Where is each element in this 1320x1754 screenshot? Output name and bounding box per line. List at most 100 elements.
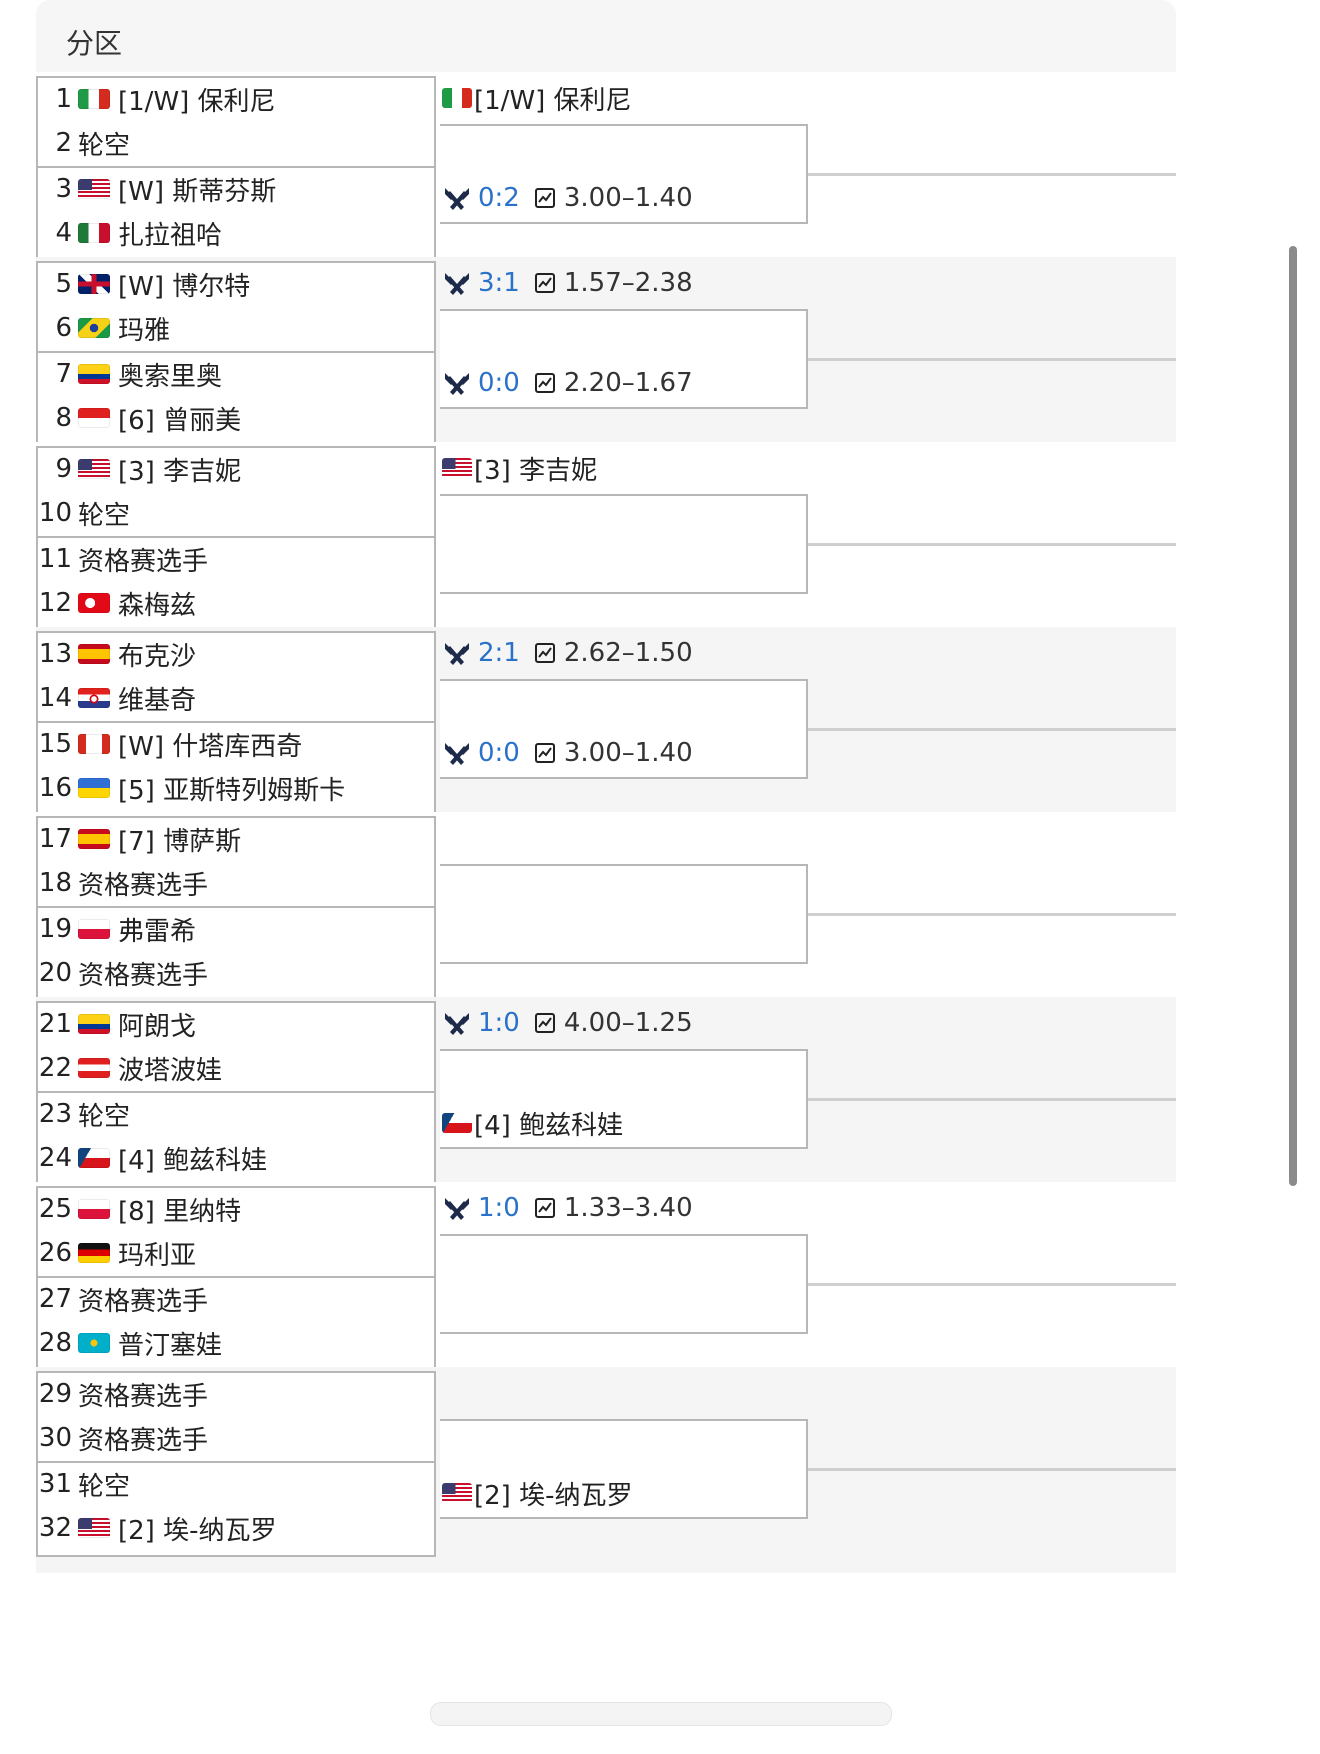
draw-position: 1 [55,84,72,114]
odds-chart-icon[interactable] [534,372,556,394]
player-name: [W] 斯蒂芬斯 [118,176,277,207]
player-name: 阿朗戈 [118,1011,197,1042]
head-to-head-icon[interactable] [442,368,472,398]
draw-position: 15 [38,729,72,759]
odds-chart-icon[interactable] [534,272,556,294]
player-row[interactable]: 9[3] 李吉妮 [36,446,436,492]
player-name: 玛利亚 [118,1240,197,1271]
player-name: 普汀塞娃 [118,1330,223,1361]
draw-position: 16 [38,773,72,803]
usa-flag-icon [78,179,110,199]
player-row[interactable]: 16[5] 亚斯特列姆斯卡 [36,765,436,811]
player-name: [W] 博尔特 [118,271,251,302]
player-row[interactable]: 8 [6] 曾丽美 [36,395,436,441]
player-name: 资格赛选手 [78,1381,209,1412]
round2-player[interactable]: [4] 鲍兹科娃 [442,1103,623,1143]
player-row[interactable]: 1[1/W] 保利尼 [36,76,436,122]
match-odds[interactable]: 1:0 1.33–3.40 [442,1188,693,1228]
draw-position: 30 [38,1423,72,1453]
head-to-head-icon[interactable] [442,183,472,213]
player-row[interactable]: 32[2] 埃-纳瓦罗 [36,1505,436,1551]
h2h-score[interactable]: 0:0 [478,368,520,398]
player-name: 布克沙 [118,641,197,672]
player-row[interactable]: 24[4] 鲍兹科娃 [36,1135,436,1181]
h2h-score[interactable]: 3:1 [478,268,520,298]
odds-chart-icon[interactable] [534,742,556,764]
odds-chart-icon[interactable] [534,1012,556,1034]
head-to-head-icon[interactable] [442,1008,472,1038]
bracket-connector [440,1234,808,1334]
bracket-connector [440,309,808,409]
player-name: 资格赛选手 [78,546,209,577]
player-name: 维基奇 [118,685,197,716]
player-name: [6] 曾丽美 [118,405,242,436]
player-name: 弗雷希 [118,916,197,947]
h2h-score[interactable]: 1:0 [478,1193,520,1223]
round2-player[interactable]: [1/W] 保利尼 [442,78,632,118]
player-row[interactable]: 3[W] 斯蒂芬斯 [36,166,436,212]
player-row[interactable]: 17[7] 博萨斯 [36,816,436,862]
indonesia-flag-icon [78,408,110,428]
h2h-score[interactable]: 0:2 [478,183,520,213]
odds-chart-icon[interactable] [534,642,556,664]
odds-chart-icon[interactable] [534,187,556,209]
match-odds[interactable]: 2:1 2.62–1.50 [442,633,693,673]
germany-flag-icon [78,1243,110,1263]
bracket-line [808,1283,1176,1286]
betting-odds: 1.33–3.40 [563,1193,693,1223]
scrollbar[interactable] [1289,246,1297,1186]
draw-position: 8 [55,403,72,433]
croatia-flag-icon [78,688,110,708]
usa-flag-icon [442,458,472,478]
head-to-head-icon[interactable] [442,268,472,298]
bracket-connector [440,864,808,964]
player-name: 奥索里奥 [118,361,223,392]
player-row[interactable]: 25[8] 里纳特 [36,1186,436,1232]
draw-position: 17 [38,824,72,854]
player-row[interactable]: 15[W] 什塔库西奇 [36,721,436,767]
h2h-score[interactable]: 0:0 [478,738,520,768]
player-row[interactable]: 5[W] 博尔特 [36,261,436,307]
head-to-head-icon[interactable] [442,738,472,768]
odds-chart-icon[interactable] [534,1197,556,1219]
player-name: 资格赛选手 [78,870,209,901]
h2h-score[interactable]: 2:1 [478,638,520,668]
h2h-score[interactable]: 1:0 [478,1008,520,1038]
betting-odds: 2.62–1.50 [563,638,693,668]
section-header: 分区 [36,0,1176,78]
round2-player[interactable]: [2] 埃-纳瓦罗 [442,1473,632,1513]
head-to-head-icon[interactable] [442,638,472,668]
player-name: 轮空 [78,1101,131,1132]
bracket-line [808,173,1176,176]
round2-player[interactable]: [3] 李吉妮 [442,448,597,488]
head-to-head-icon[interactable] [442,1193,472,1223]
